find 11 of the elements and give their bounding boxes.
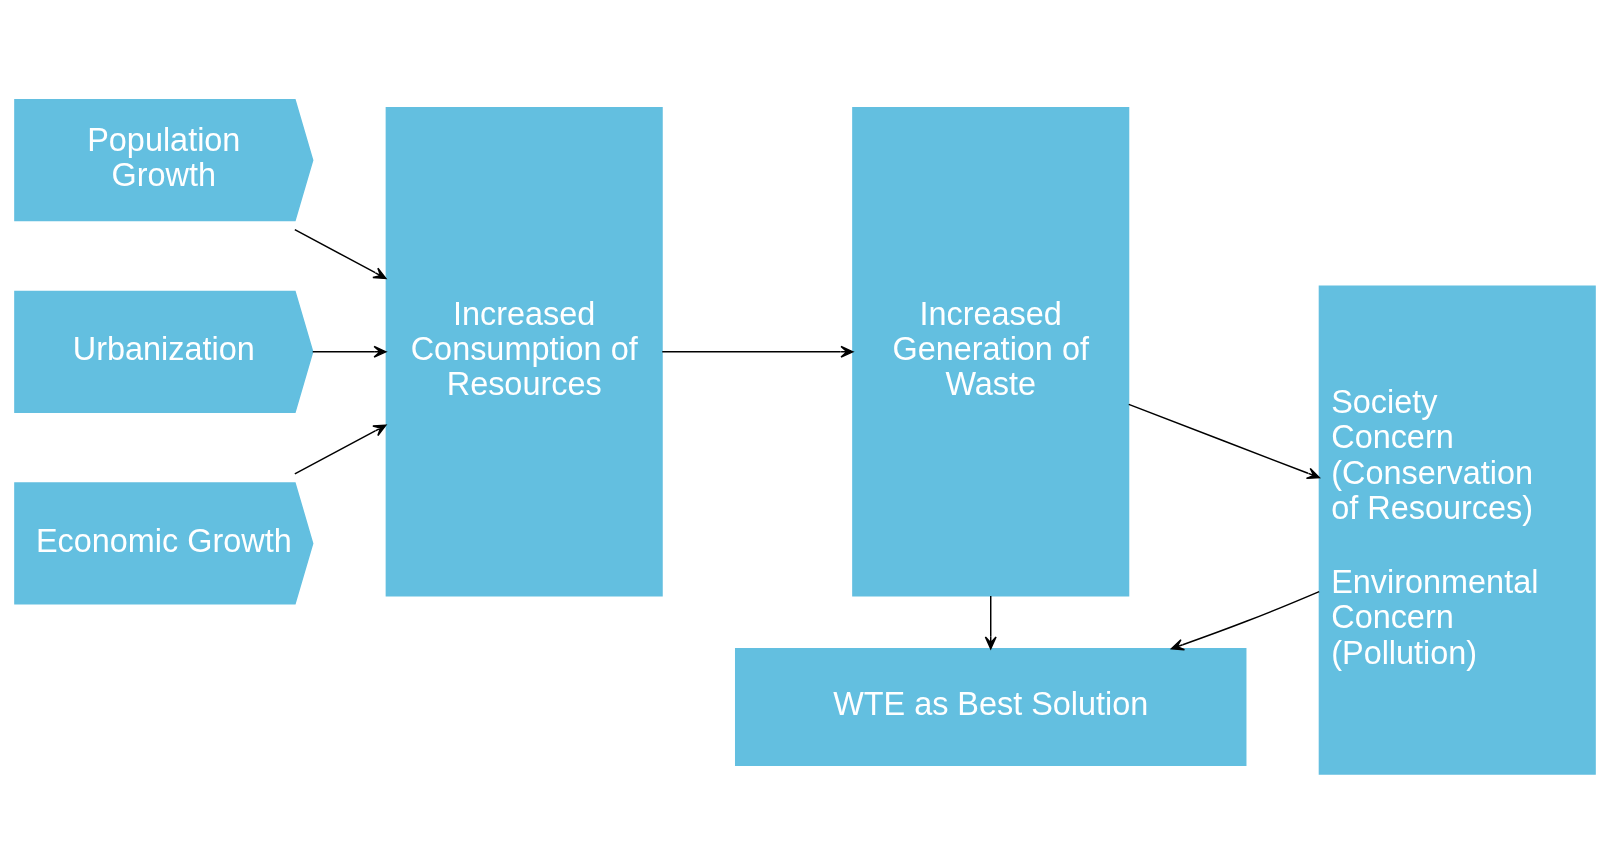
arrow (294, 424, 387, 475)
arrow (1170, 590, 1320, 651)
node-box: Increased Consumption of Resources (385, 107, 663, 597)
node-box: Increased Generation of Waste (852, 107, 1130, 597)
arrow (294, 228, 387, 280)
arrow (1128, 403, 1321, 480)
arrow (984, 595, 997, 650)
node-box: Society Concern (Conservation of Resources) Environmental Concern (Pollution) (1318, 285, 1596, 775)
node-box: WTE as Best Solution (735, 648, 1247, 766)
arrow (661, 345, 854, 358)
arrow (312, 345, 387, 358)
